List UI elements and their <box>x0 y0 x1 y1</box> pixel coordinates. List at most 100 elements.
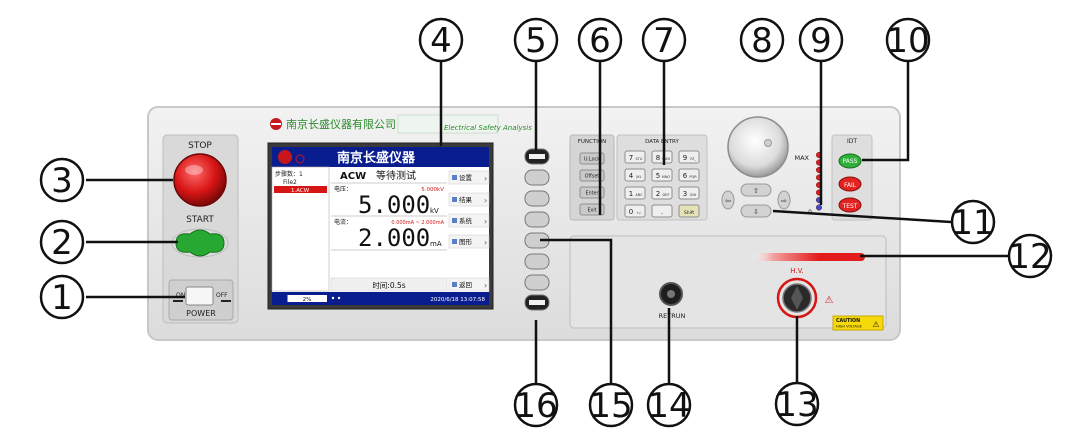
callout-circle <box>513 382 559 428</box>
keypad-key-digit: 0 <box>629 208 633 216</box>
test-indicator <box>838 197 862 213</box>
brand-company-name: 南京长盛仪器有限公司 <box>286 117 396 131</box>
keypad-key-bg <box>624 186 646 200</box>
start-button[interactable] <box>171 228 229 258</box>
lcd-mode: ACW <box>340 171 366 182</box>
callout-number: 15 <box>589 386 632 426</box>
callout-circle <box>577 17 623 63</box>
callout-number: 8 <box>751 21 773 61</box>
lcd-menu-label: 图形 <box>459 238 473 246</box>
hv-warning-icon: ⚠ <box>825 295 834 306</box>
arrow-up-button[interactable] <box>740 183 772 197</box>
test-label: TEST <box>842 203 858 210</box>
lcd-menu-icon <box>452 197 457 202</box>
lcd-menu-icon <box>452 218 457 223</box>
arrow-left-button[interactable] <box>721 190 735 210</box>
callout-11: 11 <box>950 199 996 245</box>
arrow-down-button[interactable] <box>740 204 772 218</box>
keypad-key-bg <box>651 186 673 200</box>
softkey-button[interactable] <box>524 253 550 270</box>
function-button[interactable]: Enter <box>579 186 605 199</box>
lcd-voltage-value: 5.000 <box>358 191 430 219</box>
lcd-menu-item[interactable]: 结果› <box>448 192 490 207</box>
keypad-key-letters: PQR <box>689 175 697 179</box>
keypad-key-digit: 5 <box>656 172 660 180</box>
keypad-key-digit: 3 <box>683 190 687 198</box>
lcd-step-pane <box>271 166 330 292</box>
callout-number: 12 <box>1008 237 1051 277</box>
function-button-bg <box>579 152 605 165</box>
callout-number: 14 <box>647 386 690 426</box>
power-on-label: ON <box>176 292 185 299</box>
caution-triangle-icon: ⚠ <box>872 320 879 329</box>
keypad-key[interactable]: 0+/- <box>624 204 646 218</box>
keypad-key-digit: . <box>661 208 663 216</box>
function-button[interactable]: U.Lock <box>579 152 605 165</box>
lcd-menu-item[interactable]: 图形 › <box>448 234 490 249</box>
callout-9: 9 <box>798 17 844 63</box>
callout-circle <box>641 17 687 63</box>
callout-4: 4 <box>418 17 464 63</box>
callout-2: 2 <box>39 219 85 265</box>
idt-label: IDT <box>847 138 857 145</box>
rotary-knob[interactable] <box>727 116 789 178</box>
keypad-key-bg <box>651 168 673 182</box>
lcd-current-range: 0.000mA ~ 2.000mA <box>391 220 444 226</box>
caution-label: CAUTION <box>836 318 860 324</box>
lcd-progress-track <box>287 295 327 302</box>
lcd-step-highlight[interactable] <box>274 186 327 193</box>
keypad-key-letters: DEF <box>663 193 670 197</box>
softkey-button[interactable] <box>524 274 550 291</box>
softkey-button[interactable] <box>524 211 550 228</box>
keypad-key[interactable]: . <box>651 204 673 218</box>
chevron-right-icon: › <box>484 238 487 247</box>
lcd-menu-item[interactable]: 系统› <box>448 213 490 228</box>
callout-10: 10 <box>885 17 931 63</box>
callout-5: 5 <box>513 17 559 63</box>
lcd-menu-item-bg <box>448 213 490 228</box>
power-switch[interactable] <box>185 286 214 306</box>
stop-button[interactable] <box>173 153 227 207</box>
keypad-key-digit: 4 <box>629 172 634 180</box>
callout-12: 12 <box>1007 233 1053 279</box>
lcd-menu-item-bg <box>448 192 490 207</box>
callout-7: 7 <box>641 17 687 63</box>
callout-14: 14 <box>646 382 692 428</box>
callout-number: 13 <box>775 385 818 425</box>
keypad-key-letters: MNO <box>662 175 671 179</box>
function-button[interactable]: Exit <box>579 203 605 216</box>
lcd-menu-label: 设置 <box>459 173 473 182</box>
lcd-menu-item[interactable]: 返回› <box>448 277 490 292</box>
keypad-key-bg <box>678 204 700 218</box>
keypad-key[interactable]: Shift <box>678 204 700 218</box>
callout-13: 13 <box>774 381 820 427</box>
lcd-menu-label: 系统 <box>459 216 473 225</box>
callout-number: 9 <box>810 21 832 61</box>
softkey-button[interactable] <box>524 190 550 207</box>
lcd-current-value: 2.000 <box>358 224 430 252</box>
softkey-button[interactable] <box>524 169 550 186</box>
lcd-step-count: 步骤数：1 <box>275 170 303 178</box>
power-on-mark <box>173 300 183 302</box>
power-label: POWER <box>186 309 216 318</box>
start-label: START <box>186 215 214 225</box>
lcd-menu-item[interactable]: 设置› <box>448 170 490 185</box>
callout-number: 1 <box>51 278 73 318</box>
keypad-key-bg <box>651 204 673 218</box>
arrow-right-button[interactable] <box>777 190 791 210</box>
keypad-key-digit: 2 <box>656 190 660 198</box>
callout-number: 10 <box>886 21 929 61</box>
keypad-key-digit: 6 <box>683 172 688 180</box>
function-button[interactable]: Offset <box>579 169 605 182</box>
